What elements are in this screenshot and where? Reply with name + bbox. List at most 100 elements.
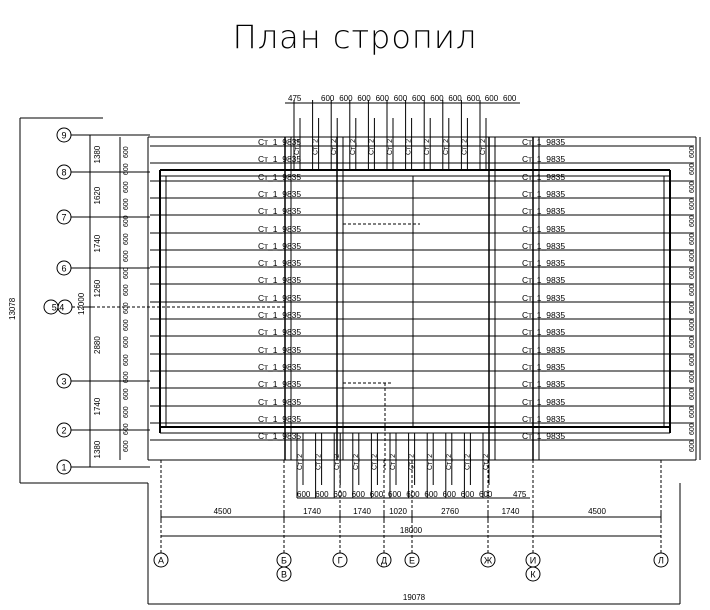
- bottom-axis-label-5: Ж: [484, 556, 493, 566]
- rafter-label-right-3: Ст_1_9835: [522, 189, 565, 199]
- axis-label-left-4: 5/4: [52, 303, 65, 313]
- bottom-pitch-3: 600: [352, 490, 366, 499]
- axis-label-left-6: 2: [61, 426, 66, 436]
- rafter-label-right-2: Ст_1_9835: [522, 172, 565, 182]
- rafter-label-left-15: Ст_1_9835: [258, 397, 301, 407]
- drawing-title: План стропил: [233, 18, 478, 56]
- bottom-pitch-6: 600: [406, 490, 420, 499]
- rafter-label-left-16: Ст_1_9835: [258, 414, 301, 424]
- bottom-dim-total-outer: 19078: [403, 593, 426, 602]
- bottom-dim-1: 1740: [303, 507, 321, 516]
- rafter-label-right-5: Ст_1_9835: [522, 224, 565, 234]
- top-pitch-5: 600: [412, 94, 426, 103]
- bottom-axis-label-4: Е: [409, 556, 415, 566]
- bottom-axis-label-6: И: [530, 556, 536, 566]
- right-pitch-5: 600: [689, 233, 696, 245]
- rafter-label-left-12: Ст_1_9835: [258, 345, 301, 355]
- rafter-label-left-5: Ст_1_9835: [258, 224, 301, 234]
- left-pitch-9: 600: [123, 302, 130, 314]
- right-pitch-0: 600: [689, 146, 696, 158]
- right-pitch-14: 600: [689, 388, 696, 400]
- right-pitch-2: 600: [689, 181, 696, 193]
- top-pitch-4: 600: [394, 94, 408, 103]
- rafter-label-left-9: Ст_1_9835: [258, 293, 301, 303]
- right-pitch-11: 600: [689, 336, 696, 348]
- right-pitch-17: 600: [689, 440, 696, 452]
- left-pitch-11: 600: [123, 336, 130, 348]
- left-pitch-7: 600: [123, 267, 130, 279]
- left-pitch-2: 600: [123, 181, 130, 193]
- top-jack-label-3: Ст_2: [350, 139, 357, 155]
- bottom-pitch-5: 600: [388, 490, 402, 499]
- rafter-label-left-1: Ст_1_9835: [258, 154, 301, 164]
- left-pitch-15: 600: [123, 406, 130, 418]
- rafter-label-right-11: Ст_1_9835: [522, 327, 565, 337]
- top-pitch-1: 600: [339, 94, 353, 103]
- bottom-pitch-last: 475: [513, 490, 527, 499]
- bottom-axis-bubble-7: [653, 552, 669, 568]
- bottom-jack-label-0: Ст_2: [297, 454, 304, 470]
- bottom-pitch-1: 600: [315, 490, 329, 499]
- left-dim-4: 2880: [93, 336, 102, 354]
- rafter-label-left-17: Ст_1_9835: [258, 431, 301, 441]
- top-jack-label-6: Ст_2: [406, 139, 413, 155]
- top-pitch-9: 600: [485, 94, 499, 103]
- axis-label-left-0: 9: [61, 131, 66, 141]
- right-pitch-6: 600: [689, 250, 696, 262]
- right-pitch-16: 600: [689, 423, 696, 435]
- left-pitch-14: 600: [123, 388, 130, 400]
- axis-label-left-7: 1: [61, 463, 66, 473]
- bottom-axis-bubble-К: [525, 566, 541, 582]
- right-pitch-15: 600: [689, 406, 696, 418]
- bottom-jack-label-3: Ст_2: [353, 454, 360, 470]
- rafter-label-right-7: Ст_1_9835: [522, 258, 565, 268]
- left-pitch-8: 600: [123, 284, 130, 296]
- axis-label-left-5: 3: [61, 377, 66, 387]
- bottom-jack-label-5: Ст_2: [390, 454, 397, 470]
- bottom-dim-0: 4500: [214, 507, 232, 516]
- rafter-label-left-8: Ст_1_9835: [258, 275, 301, 285]
- left-pitch-17: 600: [123, 440, 130, 452]
- top-jack-label-7: Ст_2: [424, 139, 431, 155]
- bottom-pitch-10: 600: [479, 490, 493, 499]
- top-pitch-7: 600: [448, 94, 462, 103]
- right-pitch-13: 600: [689, 371, 696, 383]
- left-dim-0: 1380: [93, 145, 102, 163]
- left-dim-3: 1260: [93, 279, 102, 297]
- bottom-jack-label-10: Ст_2: [483, 454, 490, 470]
- left-pitch-0: 600: [123, 146, 130, 158]
- top-pitch-8: 600: [467, 94, 481, 103]
- bottom-axis-label-1: Б: [281, 556, 287, 566]
- left-pitch-6: 600: [123, 250, 130, 262]
- top-pitch-10: 600: [503, 94, 517, 103]
- axis-label-left-3: 6: [61, 264, 66, 274]
- right-pitch-4: 600: [689, 215, 696, 227]
- left-dim-6: 1380: [93, 440, 102, 458]
- bottom-axis-label-3: Д: [381, 556, 387, 566]
- left-dim-5: 1740: [93, 397, 102, 415]
- left-pitch-10: 600: [123, 319, 130, 331]
- right-pitch-3: 600: [689, 198, 696, 210]
- bottom-jack-label-8: Ст_2: [446, 454, 453, 470]
- right-pitch-1: 600: [689, 163, 696, 175]
- top-pitch-first: 475: [288, 94, 302, 103]
- bottom-jack-label-7: Ст_2: [427, 454, 434, 470]
- rafter-label-left-7: Ст_1_9835: [258, 258, 301, 268]
- bottom-pitch-9: 600: [461, 490, 475, 499]
- left-pitch-13: 600: [123, 371, 130, 383]
- bottom-dim-3: 1020: [389, 507, 407, 516]
- rafter-label-left-4: Ст_1_9835: [258, 206, 301, 216]
- top-pitch-2: 600: [357, 94, 371, 103]
- rafter-label-left-13: Ст_1_9835: [258, 362, 301, 372]
- bottom-axis-bubble-3: [376, 552, 392, 568]
- rafter-label-right-14: Ст_1_9835: [522, 379, 565, 389]
- bottom-dim-4: 2760: [441, 507, 459, 516]
- rafter-label-right-1: Ст_1_9835: [522, 154, 565, 164]
- rafter-label-left-10: Ст_1_9835: [258, 310, 301, 320]
- left-pitch-12: 600: [123, 354, 130, 366]
- bottom-jack-label-4: Ст_2: [371, 454, 378, 470]
- right-pitch-10: 600: [689, 319, 696, 331]
